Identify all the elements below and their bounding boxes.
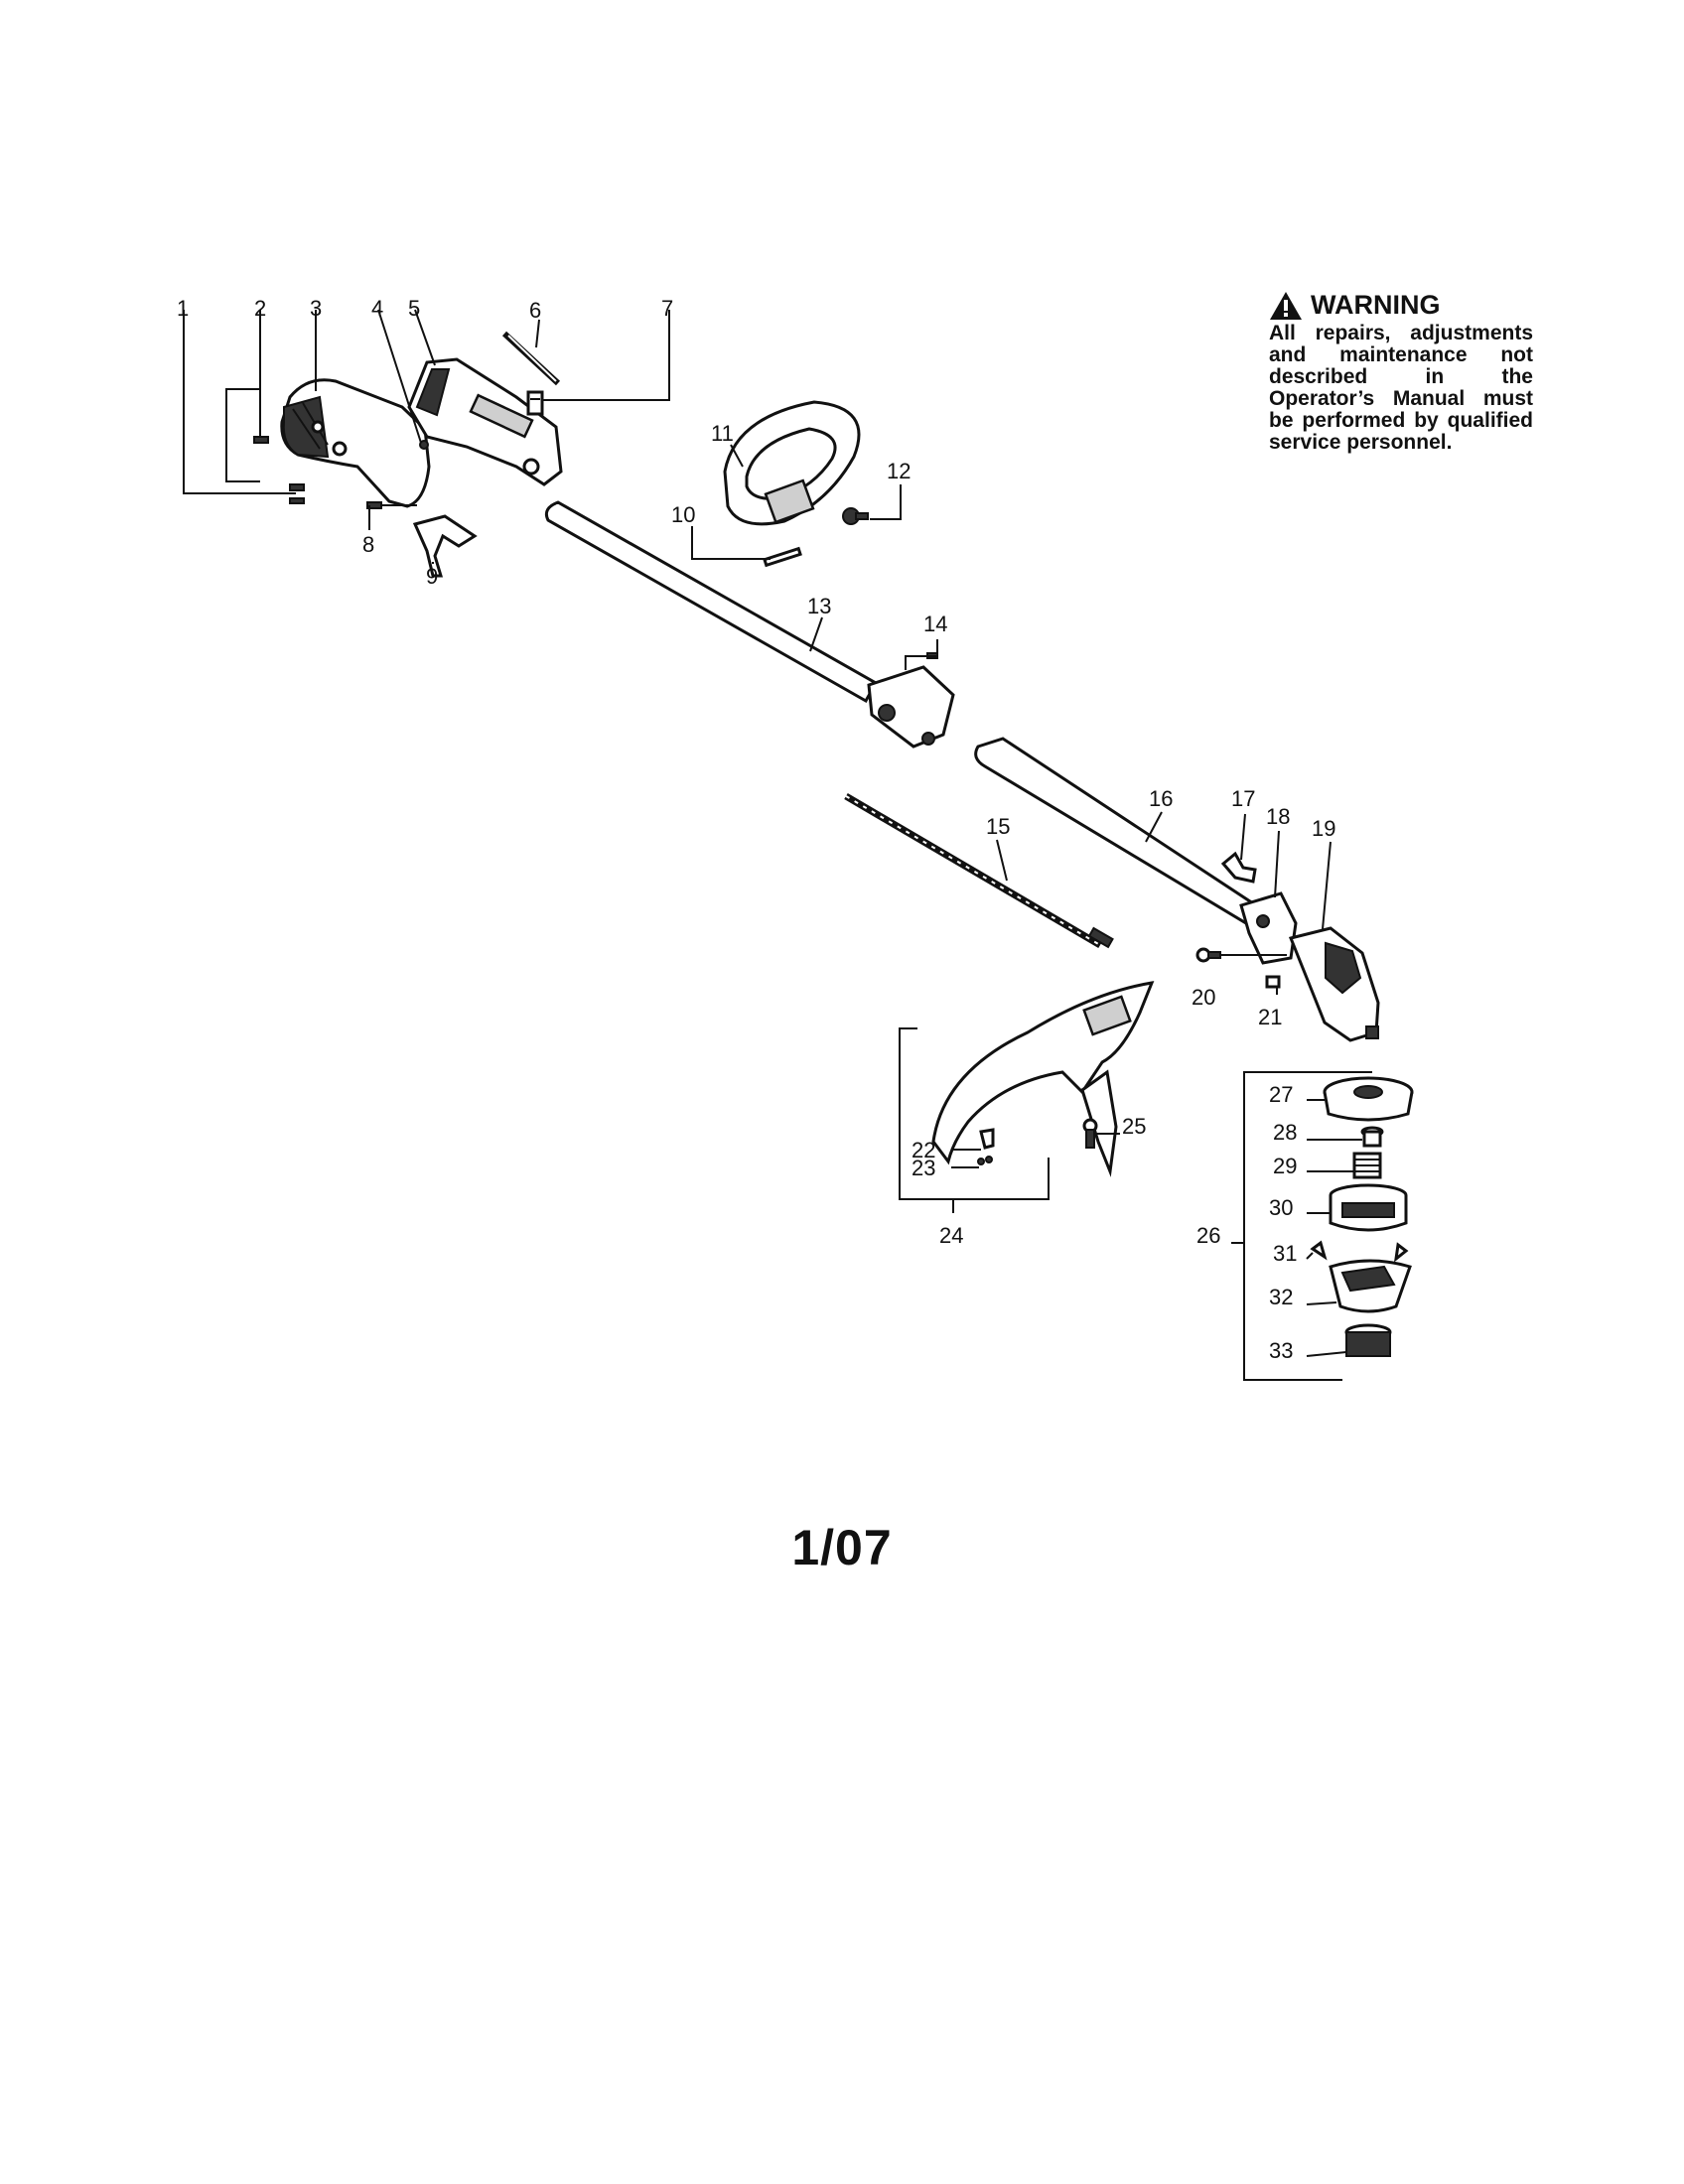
part-knob-12 <box>842 507 869 525</box>
part-screw-2 <box>253 436 305 491</box>
part-gear-head-19 <box>1288 926 1380 1042</box>
callout-labels: 1 2 3 4 5 6 7 8 9 10 11 12 13 14 15 16 1… <box>177 296 1335 1363</box>
part-housing-32 <box>1329 1259 1412 1313</box>
part-loop-handle-11 <box>723 400 861 526</box>
callout-7: 7 <box>661 296 673 321</box>
callout-23: 23 <box>912 1156 935 1180</box>
part-engine-housing <box>280 378 431 508</box>
part-handle-housing <box>407 357 563 486</box>
callout-16: 16 <box>1149 786 1173 811</box>
callout-4: 4 <box>371 296 383 321</box>
part-screws-23 <box>977 1156 993 1165</box>
part-shield-24 <box>931 981 1155 1177</box>
callout-27: 27 <box>1269 1082 1293 1107</box>
warning-triangle-icon <box>1270 291 1302 320</box>
callout-33: 33 <box>1269 1338 1293 1363</box>
part-screw-20 <box>1195 947 1221 963</box>
callout-32: 32 <box>1269 1285 1293 1309</box>
leader-lines <box>183 309 1372 1381</box>
part-cable-6 <box>501 331 561 386</box>
callout-2: 2 <box>254 296 266 321</box>
part-cap-27 <box>1323 1076 1414 1122</box>
part-screw-1 <box>289 497 305 504</box>
page-number: 1/07 <box>791 1520 893 1575</box>
callout-30: 30 <box>1269 1195 1293 1220</box>
warning-box: WARNING All repairs, adjustments and mai… <box>1269 290 1533 454</box>
part-tabs-31 <box>1310 1240 1409 1263</box>
callout-26: 26 <box>1196 1223 1220 1248</box>
part-line-cutter-22 <box>979 1128 995 1150</box>
callout-5: 5 <box>408 296 420 321</box>
part-clamp-18 <box>1239 891 1298 965</box>
part-trigger-9 <box>412 514 478 578</box>
part-nut-4 <box>419 440 429 450</box>
callout-3: 3 <box>310 296 322 321</box>
part-drive-shaft-15 <box>844 792 1114 949</box>
part-spool-30 <box>1329 1183 1408 1232</box>
callout-13: 13 <box>807 594 831 618</box>
callout-10: 10 <box>671 502 695 527</box>
part-eyelet-28 <box>1360 1126 1384 1148</box>
callout-18: 18 <box>1266 804 1290 829</box>
warning-title: WARNING <box>1269 290 1533 321</box>
part-nut-21 <box>1265 975 1281 989</box>
callout-25: 25 <box>1122 1114 1146 1139</box>
callout-21: 21 <box>1258 1005 1282 1029</box>
warning-title-text: WARNING <box>1311 290 1441 320</box>
callout-24: 24 <box>939 1223 963 1248</box>
callout-8: 8 <box>362 532 374 557</box>
callout-17: 17 <box>1231 786 1255 811</box>
warning-text: All repairs, adjustments and maintenance… <box>1269 322 1533 454</box>
callout-15: 15 <box>986 814 1010 839</box>
callout-28: 28 <box>1273 1120 1297 1145</box>
part-screw-25 <box>1082 1118 1098 1149</box>
part-bolt-10 <box>763 546 802 568</box>
callout-29: 29 <box>1273 1154 1297 1178</box>
callout-9: 9 <box>426 564 438 589</box>
callout-6: 6 <box>529 298 541 323</box>
callout-20: 20 <box>1192 985 1215 1010</box>
callout-19: 19 <box>1312 816 1335 841</box>
callout-11: 11 <box>711 421 734 446</box>
callout-22: 22 <box>912 1138 935 1162</box>
callout-12: 12 <box>887 459 911 483</box>
callout-31: 31 <box>1273 1241 1297 1266</box>
part-knob-33 <box>1344 1323 1392 1357</box>
callout-1: 1 <box>177 296 189 321</box>
part-clip-7 <box>526 390 544 416</box>
part-spring-29 <box>1352 1152 1382 1179</box>
part-wing-knob-17 <box>1220 851 1257 884</box>
callout-14: 14 <box>923 612 947 636</box>
part-upper-shaft-13 <box>544 500 955 749</box>
